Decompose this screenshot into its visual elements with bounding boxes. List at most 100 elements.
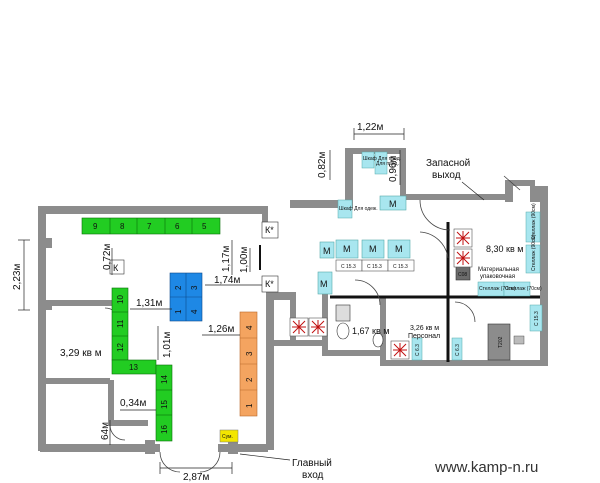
blue-label-2: 2	[174, 285, 183, 290]
rack-label-11: 11	[116, 319, 125, 328]
wall-entrance-left	[145, 440, 155, 454]
dim-2-87: 2,87м	[183, 472, 209, 483]
stellazh-label-2: Стеллаж (70см)	[505, 286, 542, 292]
wall-top-left	[40, 206, 268, 214]
wall-bottom-right-v	[380, 296, 386, 366]
sum-box	[219, 429, 239, 443]
wall-right-top-h	[505, 180, 535, 186]
wall-left-notch	[38, 238, 52, 248]
k-box	[109, 259, 125, 275]
room-1-67: 1,67 кв м	[352, 326, 389, 336]
green-rack-right	[155, 364, 173, 442]
c153-label-2: С 15.3	[367, 264, 382, 270]
fan-1	[289, 317, 309, 337]
fan-3	[453, 228, 473, 248]
dim-1-01: 1,01м	[162, 332, 173, 358]
m-cabinet-3	[387, 239, 411, 259]
wall-upper-right-2	[400, 194, 510, 200]
orange-label-3: 3	[245, 351, 254, 356]
wall-bottom-right	[382, 360, 546, 366]
fan-5	[390, 340, 410, 360]
wall-right-outer	[540, 186, 548, 366]
wall-right-top	[505, 180, 513, 202]
k-star-label-2: К*	[265, 279, 274, 289]
k-label: К	[113, 263, 119, 273]
top-shelf-1	[361, 151, 375, 169]
m-label-2: М	[369, 244, 377, 254]
dim-0-96: 0,96м	[388, 156, 399, 182]
rack-label-5: 5	[202, 222, 207, 231]
dim-1-22: 1,22м	[357, 122, 383, 133]
dim-0-82: 0,82м	[317, 152, 328, 178]
m-label-1: М	[343, 244, 351, 254]
top-shelf-label-3: Шкаф Для одеж.	[339, 206, 378, 212]
blue-racks: 2 3 1 4	[169, 272, 203, 322]
bathroom	[335, 304, 384, 348]
fan-4	[453, 248, 473, 268]
wall-bottom-right-stub	[266, 300, 274, 450]
rack-label-12: 12	[116, 343, 125, 352]
wall-center-low	[268, 340, 323, 346]
c153-v-label: С 15.3	[534, 311, 540, 326]
dimension-labels: 1,22м 0,82м 0,96м 2,23м 0,72м 1,17м 1,00…	[12, 122, 399, 483]
area-labels: Запасной выход Материальная упаковочная …	[239, 158, 519, 481]
m-side-label-2: М	[320, 279, 328, 289]
packing-line-2: упаковочная	[480, 274, 515, 280]
grey-fixtures: Т202 С08	[455, 265, 525, 361]
dim-1-17: 1,17м	[221, 246, 232, 272]
wall-stair-top-h	[345, 148, 405, 154]
dim-2-23: 2,23м	[12, 264, 23, 290]
c153-label-3: С 15.3	[393, 264, 408, 270]
counter-c153-3	[387, 259, 415, 272]
dim-1-00: 1,00м	[239, 247, 250, 273]
wall-room-low	[108, 420, 148, 426]
wall-left-outer	[38, 206, 46, 451]
green-rack-top	[81, 217, 221, 235]
top-shelf-label-2: Для прод.	[376, 161, 399, 167]
wall-room-vert	[108, 380, 114, 425]
toilet-2	[372, 332, 384, 348]
wall-room-upper	[40, 300, 115, 306]
rack-label-7: 7	[147, 222, 152, 231]
dim-1-26: 1,26м	[208, 324, 234, 335]
fan-2	[308, 317, 328, 337]
m-cabinet-side-2	[317, 271, 333, 295]
fan-symbols	[289, 228, 473, 360]
k-star-box-1	[261, 221, 279, 239]
stellazh-bottom-2	[503, 281, 531, 297]
toilet	[336, 322, 350, 340]
c08-label: С08	[458, 272, 467, 278]
dim-0-34: 0,34м	[120, 398, 146, 409]
rack-label-10: 10	[116, 295, 125, 304]
room-3-29: 3,29 кв м	[60, 348, 102, 359]
sum-label: Сум.	[222, 434, 233, 440]
stellazh-right-3	[529, 304, 543, 332]
m-label-3: М	[395, 244, 403, 254]
stellazh-v-label-2: Стеллаж (90см)	[531, 234, 537, 271]
wall-stair-right	[400, 148, 406, 198]
rack-label-9: 9	[93, 222, 98, 231]
k-star-label-1: К*	[265, 225, 274, 235]
t202-label: Т202	[498, 336, 504, 348]
counter-c63-2	[451, 337, 463, 361]
cyan-fixtures: М М М М М С 15.3 С 15.3 С 15.3 Шкаф Для …	[317, 151, 543, 361]
main-entrance-line-1: Главный	[292, 458, 332, 469]
rack-label-8: 8	[120, 222, 125, 231]
m-cabinet-top	[379, 195, 407, 211]
dimension-lines	[18, 128, 405, 474]
rack-label-14: 14	[160, 375, 169, 384]
stellazh-label-1: Стеллаж (70см)	[479, 286, 516, 292]
c63-label-1: С 6.3	[415, 344, 421, 356]
m-side-label-1: М	[323, 246, 331, 256]
m-cabinet-side-1	[319, 241, 335, 259]
orange-label-4: 4	[245, 325, 254, 330]
watermark: www.kamp-n.ru	[434, 459, 538, 476]
c63-label-2: С 6.3	[455, 344, 461, 356]
wall-right-notch	[530, 186, 544, 202]
room-8-30: 8,30 кв м	[486, 244, 523, 254]
room-labels: 3,29 кв м 8,30 кв м 1,67 кв м 3,26 кв м …	[60, 244, 523, 359]
rack-label-16: 16	[160, 425, 169, 434]
dim-1-31: 1,31м	[136, 298, 162, 309]
emergency-exit-line-1: Запасной	[426, 158, 470, 169]
